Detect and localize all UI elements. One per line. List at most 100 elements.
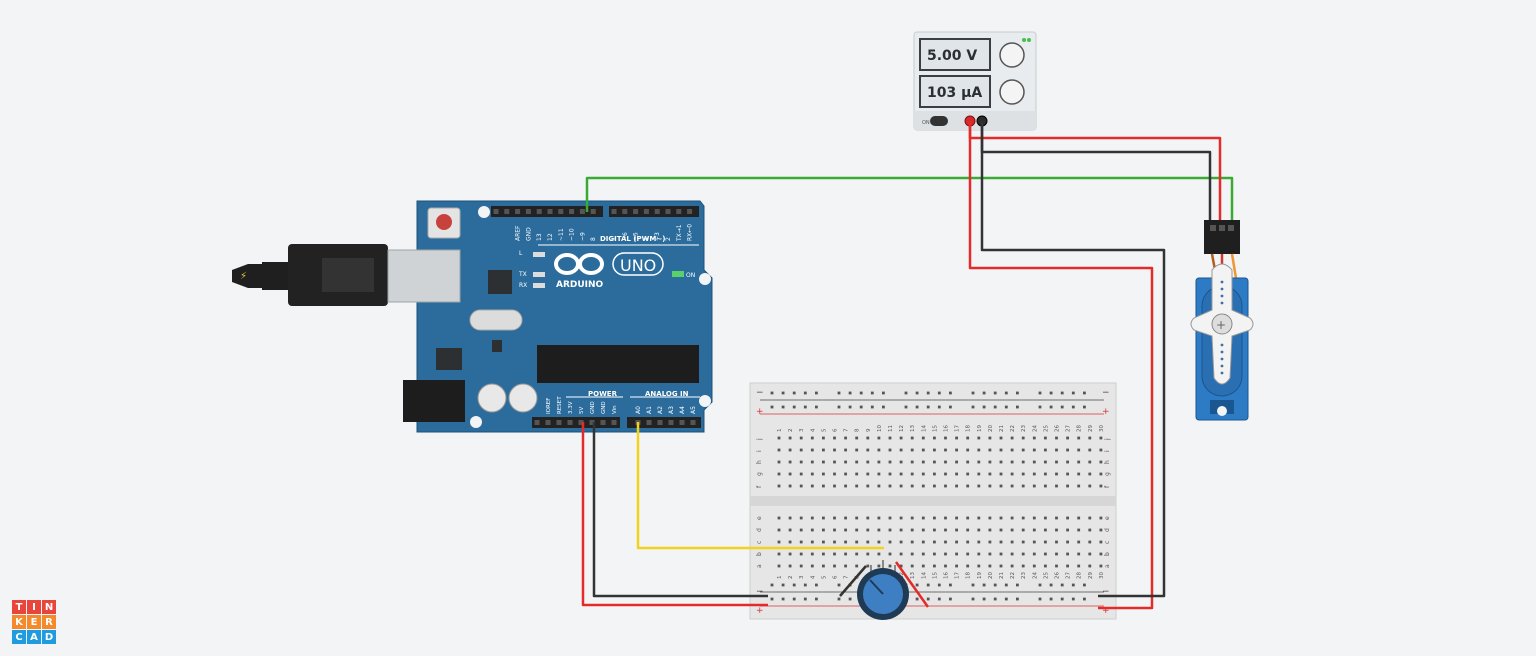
- breadboard-hole[interactable]: [999, 528, 1003, 532]
- breadboard-hole[interactable]: [877, 564, 881, 568]
- breadboard-hole[interactable]: [966, 484, 970, 488]
- breadboard-hole[interactable]: [1044, 484, 1047, 488]
- breadboard-hole[interactable]: [949, 583, 952, 587]
- breadboard-hole[interactable]: [781, 405, 785, 409]
- breadboard-hole[interactable]: [844, 540, 847, 544]
- breadboard-hole[interactable]: [1038, 391, 1042, 395]
- breadboard-hole[interactable]: [1010, 564, 1014, 568]
- breadboard-hole[interactable]: [1055, 564, 1058, 568]
- breadboard-hole[interactable]: [1066, 484, 1069, 488]
- breadboard-hole[interactable]: [977, 460, 981, 464]
- breadboard-hole[interactable]: [815, 583, 818, 587]
- breadboard-hole[interactable]: [788, 552, 792, 556]
- breadboard-hole[interactable]: [815, 597, 818, 601]
- breadboard-hole[interactable]: [866, 540, 870, 544]
- breadboard-hole[interactable]: [777, 516, 781, 520]
- breadboard-hole[interactable]: [1021, 540, 1025, 544]
- breadboard-hole[interactable]: [788, 472, 792, 476]
- breadboard-hole[interactable]: [833, 460, 836, 464]
- breadboard-hole[interactable]: [921, 448, 925, 452]
- breadboard-hole[interactable]: [1055, 516, 1058, 520]
- breadboard-hole[interactable]: [1088, 484, 1092, 488]
- breadboard-hole[interactable]: [955, 460, 958, 464]
- breadboard-hole[interactable]: [1099, 564, 1103, 568]
- breadboard-hole[interactable]: [955, 528, 958, 532]
- breadboard-hole[interactable]: [1044, 460, 1047, 464]
- header-pin[interactable]: [569, 209, 575, 214]
- breadboard-hole[interactable]: [810, 460, 814, 464]
- header-pin[interactable]: [668, 420, 674, 425]
- breadboard-hole[interactable]: [855, 472, 859, 476]
- breadboard-hole[interactable]: [792, 405, 796, 409]
- breadboard-hole[interactable]: [877, 460, 881, 464]
- breadboard-hole[interactable]: [899, 472, 903, 476]
- breadboard-hole[interactable]: [944, 484, 947, 488]
- breadboard-hole[interactable]: [855, 540, 859, 544]
- breadboard-hole[interactable]: [815, 405, 818, 409]
- breadboard-hole[interactable]: [1032, 472, 1036, 476]
- header-pin[interactable]: [558, 209, 564, 214]
- breadboard-hole[interactable]: [937, 583, 941, 587]
- breadboard-hole[interactable]: [1004, 405, 1008, 409]
- breadboard-hole[interactable]: [1004, 583, 1008, 587]
- breadboard-hole[interactable]: [777, 540, 781, 544]
- breadboard-hole[interactable]: [810, 552, 814, 556]
- breadboard-hole[interactable]: [1060, 583, 1064, 587]
- header-pin[interactable]: [534, 420, 540, 425]
- breadboard-hole[interactable]: [926, 597, 930, 601]
- breadboard-hole[interactable]: [1021, 460, 1025, 464]
- breadboard-hole[interactable]: [1049, 597, 1053, 601]
- breadboard-hole[interactable]: [933, 460, 936, 464]
- psu-power-switch[interactable]: [930, 116, 948, 126]
- breadboard-hole[interactable]: [1060, 597, 1064, 601]
- breadboard-hole[interactable]: [1032, 448, 1036, 452]
- breadboard-hole[interactable]: [899, 484, 903, 488]
- breadboard-hole[interactable]: [910, 472, 914, 476]
- header-pin[interactable]: [590, 209, 596, 214]
- wire-yellow-a0[interactable]: [636, 422, 884, 550]
- breadboard-hole[interactable]: [770, 597, 774, 601]
- breadboard-hole[interactable]: [1032, 516, 1036, 520]
- breadboard-hole[interactable]: [810, 472, 814, 476]
- breadboard-hole[interactable]: [966, 540, 970, 544]
- breadboard-hole[interactable]: [1066, 528, 1069, 532]
- breadboard-hole[interactable]: [1044, 552, 1047, 556]
- breadboard-hole[interactable]: [977, 472, 981, 476]
- breadboard-hole[interactable]: [1044, 516, 1047, 520]
- breadboard-hole[interactable]: [988, 516, 992, 520]
- header-pin[interactable]: [504, 209, 510, 214]
- breadboard-hole[interactable]: [988, 484, 992, 488]
- breadboard-hole[interactable]: [1044, 564, 1047, 568]
- breadboard-hole[interactable]: [1071, 405, 1075, 409]
- breadboard-hole[interactable]: [788, 540, 792, 544]
- breadboard-hole[interactable]: [848, 405, 852, 409]
- breadboard-hole[interactable]: [1099, 472, 1103, 476]
- breadboard-hole[interactable]: [966, 516, 970, 520]
- breadboard-hole[interactable]: [855, 436, 859, 440]
- breadboard-hole[interactable]: [921, 472, 925, 476]
- breadboard-hole[interactable]: [1077, 528, 1081, 532]
- breadboard-hole[interactable]: [1010, 448, 1014, 452]
- breadboard-hole[interactable]: [971, 583, 975, 587]
- breadboard-hole[interactable]: [1066, 460, 1069, 464]
- wire-red-psu-to-breadboard[interactable]: [968, 125, 1154, 610]
- breadboard-hole[interactable]: [899, 436, 903, 440]
- breadboard-hole[interactable]: [1060, 391, 1064, 395]
- breadboard-hole[interactable]: [1044, 472, 1047, 476]
- breadboard-hole[interactable]: [999, 540, 1003, 544]
- breadboard-hole[interactable]: [944, 472, 947, 476]
- breadboard-hole[interactable]: [1044, 540, 1047, 544]
- breadboard-hole[interactable]: [1088, 540, 1092, 544]
- header-pin[interactable]: [646, 420, 652, 425]
- breadboard-hole[interactable]: [788, 484, 792, 488]
- breadboard-hole[interactable]: [855, 564, 859, 568]
- breadboard-hole[interactable]: [926, 405, 930, 409]
- dc-power-jack[interactable]: [403, 380, 465, 422]
- breadboard-hole[interactable]: [1010, 484, 1014, 488]
- breadboard-hole[interactable]: [1088, 436, 1092, 440]
- breadboard-hole[interactable]: [933, 484, 936, 488]
- breadboard-hole[interactable]: [1099, 516, 1103, 520]
- breadboard-hole[interactable]: [770, 405, 774, 409]
- breadboard-hole[interactable]: [1088, 448, 1092, 452]
- breadboard-hole[interactable]: [1083, 391, 1086, 395]
